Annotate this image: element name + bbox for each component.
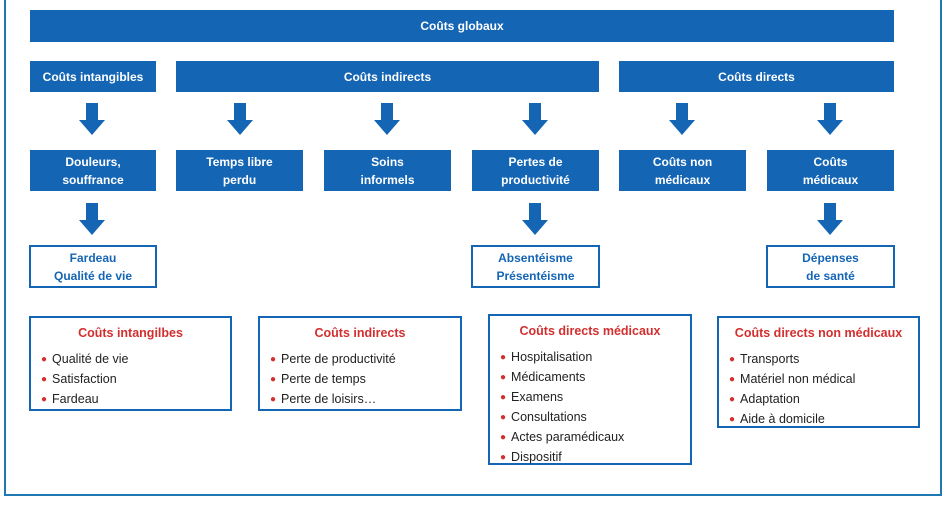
bullet-icon: ● xyxy=(41,394,48,405)
box-line: perdu xyxy=(222,172,257,187)
list-item: ●Perte de temps xyxy=(270,372,366,386)
informal-care-box: Soins informels xyxy=(324,150,451,191)
panel-list: ●Hospitalisation ●Médicaments ●Examens ●… xyxy=(498,348,682,468)
list-item: ●Adaptation xyxy=(729,392,800,406)
non-medical-costs-box: Coûts non médicaux xyxy=(619,150,746,191)
direct-costs-label: Coûts directs xyxy=(718,69,795,84)
box-line: Présentéisme xyxy=(496,268,575,283)
bullet-icon: ● xyxy=(500,392,507,403)
panel-title: Coûts indirects xyxy=(314,326,406,340)
list-item: ●Hospitalisation xyxy=(500,350,593,364)
pain-suffering-box: Douleurs, souffrance xyxy=(30,150,156,191)
bullet-icon: ● xyxy=(500,352,507,363)
list-item: ●Perte de loisirs… xyxy=(270,392,377,406)
bullet-icon: ● xyxy=(729,354,736,365)
indirect-costs-header: Coûts indirects xyxy=(176,61,599,92)
global-costs-bar: Coûts globaux xyxy=(30,10,894,42)
list-item: ●Aide à domicile xyxy=(729,412,825,426)
down-arrow-icon xyxy=(817,203,843,235)
list-item: ●Matériel non médical xyxy=(729,372,856,386)
box-line: productivité xyxy=(501,172,570,187)
down-arrow-icon xyxy=(79,103,105,135)
intangible-costs-label: Coûts intangibles xyxy=(42,69,144,84)
bullet-icon: ● xyxy=(500,452,507,463)
indirect-costs-label: Coûts indirects xyxy=(343,69,432,84)
list-item: ●Examens xyxy=(500,390,564,404)
box-line: Soins xyxy=(371,154,404,169)
bullet-icon: ● xyxy=(729,374,736,385)
box-line: Douleurs, xyxy=(65,154,121,169)
list-item: ●Perte de productivité xyxy=(270,352,396,366)
panel-title: Coûts intangilbes xyxy=(78,326,183,340)
down-arrow-icon xyxy=(669,103,695,135)
intangible-costs-panel: Coûts intangilbes ●Qualité de vie ●Satis… xyxy=(29,316,232,411)
bullet-icon: ● xyxy=(500,412,507,423)
panel-list: ●Transports ●Matériel non médical ●Adapt… xyxy=(727,350,910,430)
down-arrow-icon xyxy=(817,103,843,135)
bullet-icon: ● xyxy=(729,394,736,405)
down-arrow-icon xyxy=(374,103,400,135)
box-line: Qualité de vie xyxy=(53,268,133,283)
intangible-costs-header: Coûts intangibles xyxy=(30,61,156,92)
down-arrow-icon xyxy=(522,203,548,235)
box-line: souffrance xyxy=(62,172,124,187)
direct-non-medical-costs-panel: Coûts directs non médicaux ●Transports ●… xyxy=(717,316,920,428)
list-item: ●Actes paramédicaux xyxy=(500,430,625,444)
box-line: Coûts non xyxy=(652,154,713,169)
list-item: ●Satisfaction xyxy=(41,372,117,386)
bullet-icon: ● xyxy=(41,374,48,385)
down-arrow-icon xyxy=(522,103,548,135)
panel-list: ●Qualité de vie ●Satisfaction ●Fardeau xyxy=(39,350,222,410)
list-item: ●Fardeau xyxy=(41,392,99,406)
box-line: Absentéisme xyxy=(498,250,573,265)
box-line: de santé xyxy=(806,268,855,283)
box-line: médicaux xyxy=(802,172,859,187)
box-line: Temps libre xyxy=(206,154,273,169)
list-item: ●Dispositif xyxy=(500,450,562,464)
box-line: Pertes de xyxy=(508,154,563,169)
direct-medical-costs-panel: Coûts directs médicaux ●Hospitalisation … xyxy=(488,314,692,465)
box-line: informels xyxy=(360,172,415,187)
bullet-icon: ● xyxy=(729,414,736,425)
health-expenses-box: Dépenses de santé xyxy=(766,245,895,288)
down-arrow-icon xyxy=(227,103,253,135)
productivity-loss-box: Pertes de productivité xyxy=(472,150,599,191)
box-line: Coûts xyxy=(813,154,848,169)
burden-quality-box: Fardeau Qualité de vie xyxy=(29,245,157,288)
box-line: Fardeau xyxy=(69,250,117,265)
list-item: ●Consultations xyxy=(500,410,587,424)
list-item: ●Médicaments xyxy=(500,370,586,384)
box-line: médicaux xyxy=(654,172,711,187)
absenteeism-box: Absentéisme Présentéisme xyxy=(471,245,600,288)
direct-costs-header: Coûts directs xyxy=(619,61,894,92)
medical-costs-box: Coûts médicaux xyxy=(767,150,894,191)
bullet-icon: ● xyxy=(270,354,277,365)
bullet-icon: ● xyxy=(270,394,277,405)
bullet-icon: ● xyxy=(270,374,277,385)
bullet-icon: ● xyxy=(41,354,48,365)
list-item: ●Qualité de vie xyxy=(41,352,129,366)
bullet-icon: ● xyxy=(500,372,507,383)
panel-list: ●Perte de productivité ●Perte de temps ●… xyxy=(268,350,452,410)
list-item: ●Transports xyxy=(729,352,800,366)
panel-title: Coûts directs médicaux xyxy=(519,324,661,338)
bullet-icon: ● xyxy=(500,432,507,443)
indirect-costs-panel: Coûts indirects ●Perte de productivité ●… xyxy=(258,316,462,411)
lost-free-time-box: Temps libre perdu xyxy=(176,150,303,191)
down-arrow-icon xyxy=(79,203,105,235)
panel-title: Coûts directs non médicaux xyxy=(734,326,903,340)
global-costs-label: Coûts globaux xyxy=(420,19,504,33)
diagram-frame xyxy=(4,0,942,496)
box-line: Dépenses xyxy=(802,250,859,265)
